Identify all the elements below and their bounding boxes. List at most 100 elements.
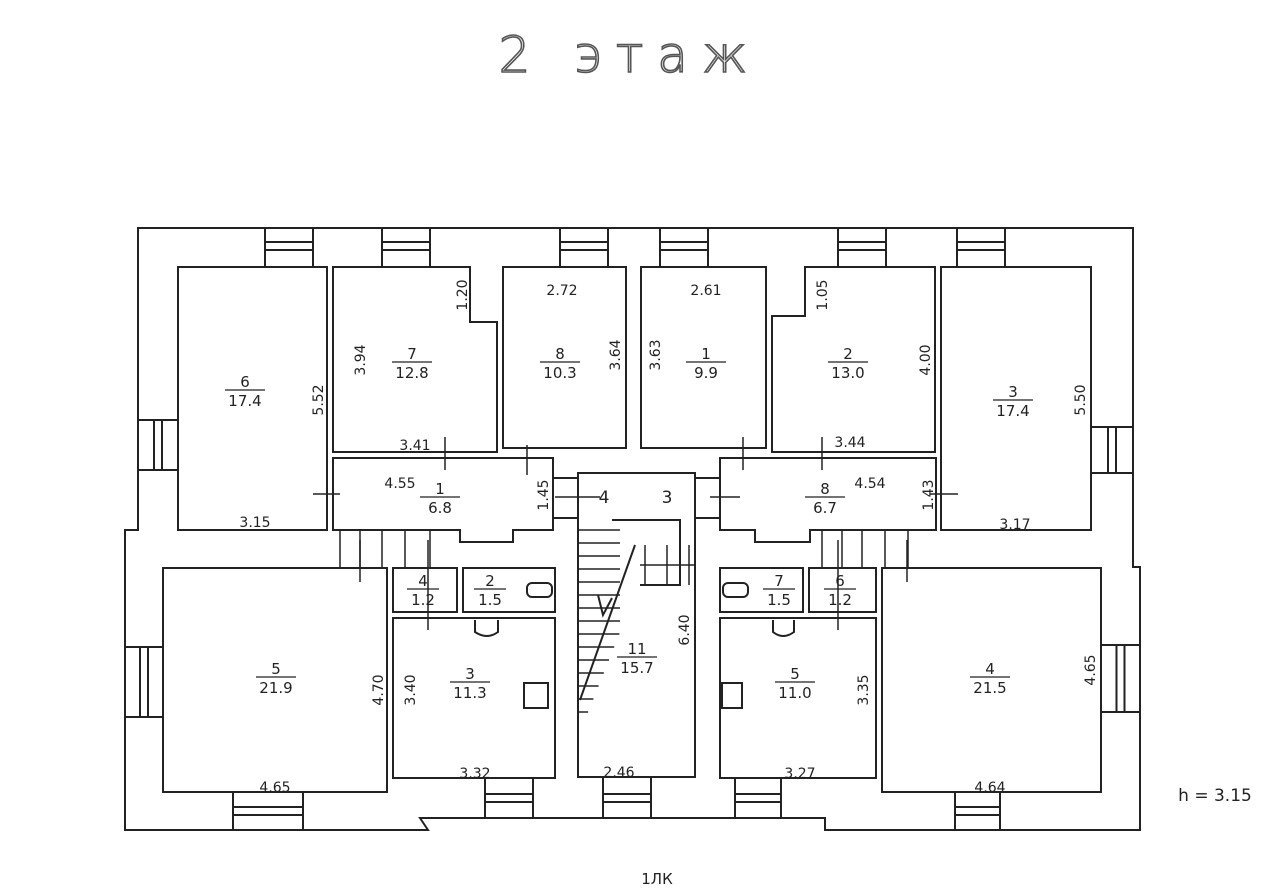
room-label: 16.8 4.55 1.45 — [384, 476, 552, 517]
dimension-label: 1.45 — [536, 479, 552, 510]
toilet-icon — [722, 582, 749, 598]
room-number: 8 — [820, 480, 830, 498]
room-label: 19.92.613.63 — [648, 283, 726, 382]
dimension-label: 4.64 — [974, 780, 1005, 796]
room-area: 6.7 — [813, 499, 837, 517]
dimension-label: 3.44 — [834, 435, 865, 451]
dimension-label: 3.63 — [648, 339, 664, 370]
window — [125, 646, 163, 718]
dimension-label: 1.43 — [921, 479, 937, 510]
dimension-label: 4.00 — [918, 344, 934, 375]
dimension-label: 4.70 — [371, 674, 387, 705]
window — [484, 778, 534, 818]
door-marker: 4 — [599, 488, 610, 508]
room-area: 15.7 — [620, 659, 653, 677]
room-8 — [502, 266, 627, 449]
room-3 — [940, 266, 1092, 531]
dimension-label: 5.50 — [1073, 384, 1089, 415]
dimension-label: 3.32 — [459, 766, 490, 782]
room-6 — [177, 266, 328, 531]
rooms — [162, 266, 1102, 793]
window — [1101, 644, 1140, 713]
passages — [553, 477, 720, 519]
room-area: 6.8 — [428, 499, 452, 517]
room-label: 712.83.941.203.41 — [353, 279, 471, 454]
balcony-rails — [339, 530, 909, 568]
room-area: 13.0 — [831, 364, 864, 382]
window — [381, 228, 431, 267]
room-area: 11.3 — [453, 684, 486, 702]
room-5 — [162, 567, 388, 793]
stove-icon — [523, 682, 549, 709]
dimension-label: 3.15 — [239, 515, 270, 531]
dimension-label: 6.40 — [677, 614, 693, 645]
window — [138, 419, 178, 471]
window — [659, 228, 709, 267]
dimension-label: 3.64 — [608, 339, 624, 370]
stairs — [578, 529, 695, 713]
room-number: 3 — [465, 665, 475, 683]
room-number: 5 — [790, 665, 800, 683]
room-label: 311.3 3.40 3.32 — [403, 665, 491, 782]
window — [1091, 426, 1133, 474]
room-number: 8 — [555, 345, 565, 363]
room-label: 41.2 — [407, 572, 439, 609]
dimension-label: 3.17 — [999, 517, 1030, 533]
dimension-label: 2.46 — [603, 765, 634, 781]
dimension-label: 2.72 — [546, 283, 577, 299]
window — [954, 792, 1001, 830]
window — [602, 778, 652, 818]
room-area: 12.8 — [395, 364, 428, 382]
ceiling-height: h = 3.15 — [1178, 786, 1252, 806]
footer-label: 1ЛК — [641, 870, 673, 888]
dimension-label: 3.40 — [403, 674, 419, 705]
room-7-small — [719, 567, 804, 613]
dimension-label: 4.65 — [259, 780, 290, 796]
room-area: 17.4 — [996, 402, 1029, 420]
window — [837, 228, 887, 267]
dimension-label: 5.52 — [311, 384, 327, 415]
room-3-bath — [392, 617, 556, 779]
room-1 — [640, 266, 767, 449]
room-label: 71.5 — [763, 572, 795, 609]
room-area: 1.5 — [478, 591, 502, 609]
room-number: 3 — [1008, 383, 1018, 401]
room-area: 10.3 — [543, 364, 576, 382]
room-5-right — [719, 617, 877, 779]
dimension-label: 4.54 — [854, 476, 885, 492]
dimension-label: 3.41 — [399, 438, 430, 454]
sink-icon — [474, 620, 499, 637]
room-number: 7 — [407, 345, 417, 363]
window — [734, 778, 782, 818]
room-2-small — [462, 567, 556, 613]
toilet-icon — [526, 582, 553, 598]
floor-title: 2 этаж — [499, 26, 762, 84]
room-number: 11 — [627, 640, 646, 658]
room-label: 21.5 — [474, 572, 506, 609]
windows — [125, 228, 1140, 830]
room-area: 9.9 — [694, 364, 718, 382]
room-4-small — [392, 567, 458, 613]
room-area: 11.0 — [778, 684, 811, 702]
arrow-head-icon — [597, 594, 613, 618]
room-7 — [332, 266, 498, 453]
room-number: 1 — [435, 480, 445, 498]
window — [264, 228, 314, 267]
staircase-11 — [577, 472, 696, 778]
door-marker: 3 — [662, 488, 673, 508]
room-number: 4 — [985, 660, 995, 678]
room-number: 4 — [418, 572, 428, 590]
window — [956, 228, 1006, 267]
room-label: 86.7 4.54 1.43 — [805, 476, 937, 517]
room-area: 21.5 — [973, 679, 1006, 697]
corridor-1 — [332, 457, 554, 543]
dimension-label: 4.55 — [384, 476, 415, 492]
room-label: 810.3 2.72 3.64 — [540, 283, 624, 382]
